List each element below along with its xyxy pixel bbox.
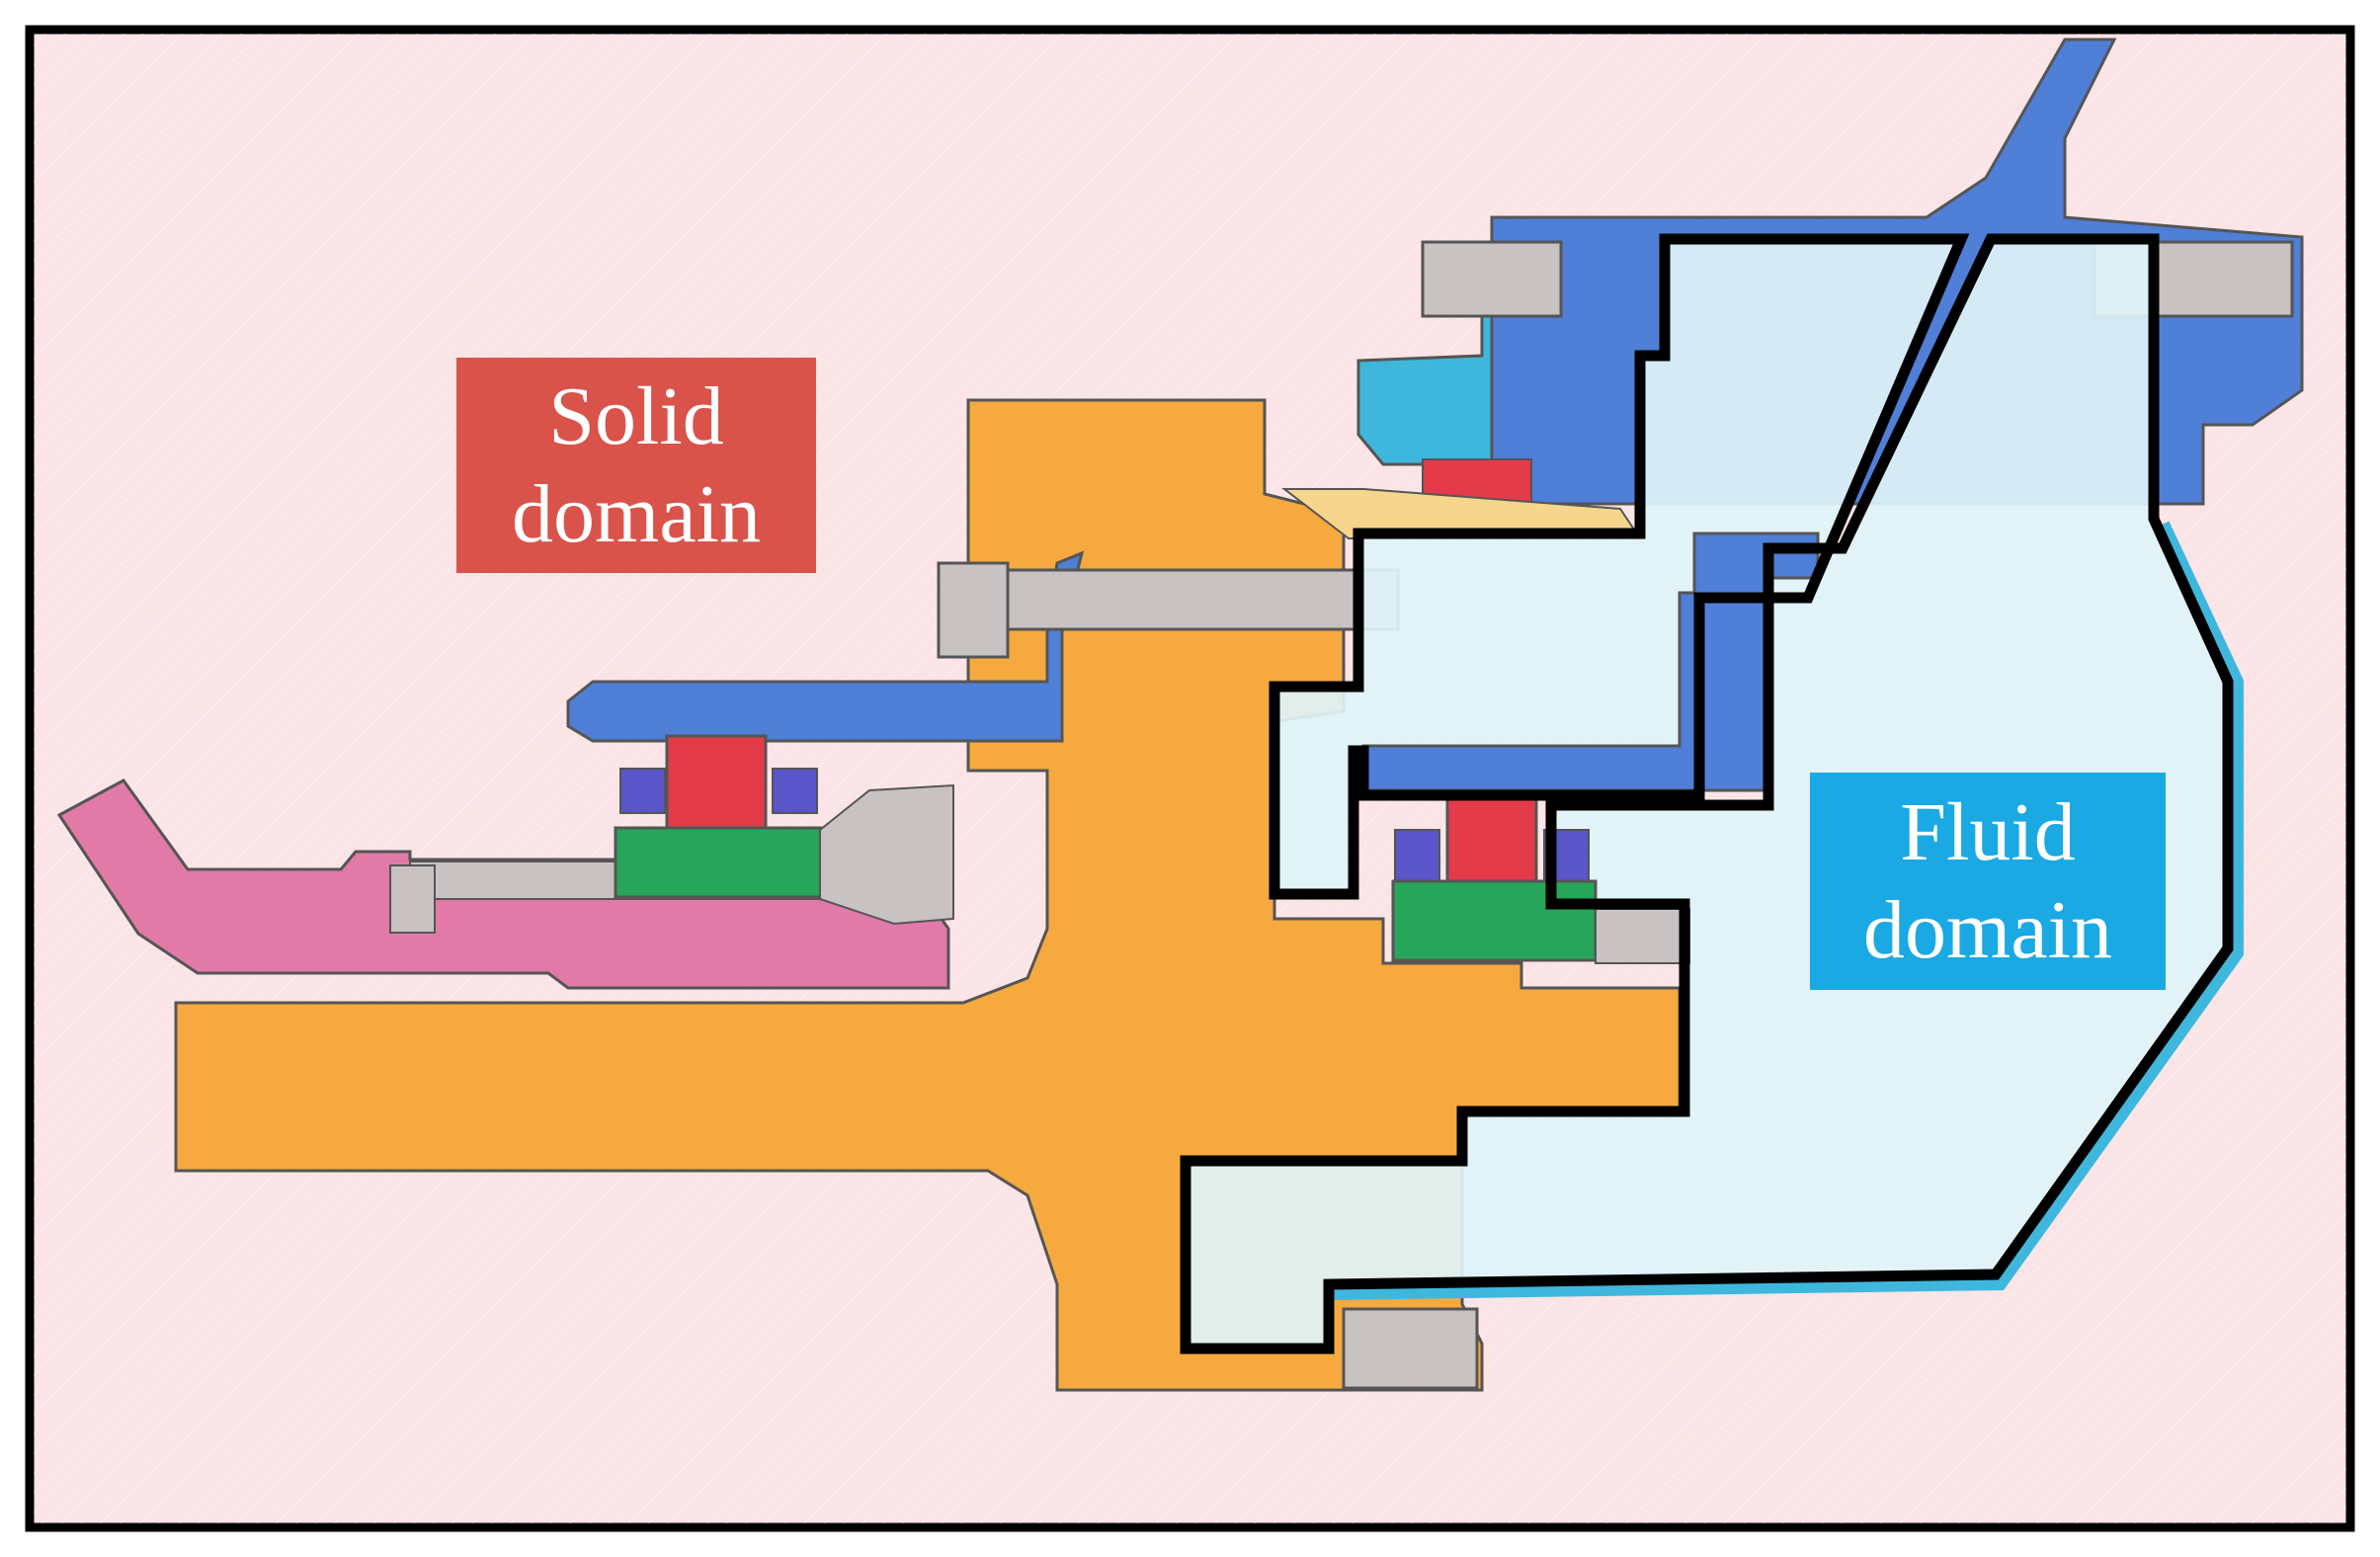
fluid-domain-label: Fluid domain <box>1810 773 2166 990</box>
fluid-domain-label-line2: domain <box>1863 884 2112 976</box>
solid-domain-label-box <box>456 358 816 573</box>
fluid-domain-region <box>1186 239 2228 1349</box>
right-green-ring <box>1391 879 1598 962</box>
blue-upper-arm <box>566 550 1085 743</box>
right-grey-sleeve <box>1595 908 1690 964</box>
long-bolt-head <box>937 561 1010 659</box>
left-purple-ring-b <box>772 768 818 814</box>
left-green-ring <box>614 826 825 899</box>
fluid-domain-label-line1: Fluid <box>1900 785 2076 878</box>
pink-bolt <box>389 864 436 934</box>
fluid-domain-label-box <box>1810 773 2166 990</box>
right-purple-ring-a <box>1394 829 1440 882</box>
fluid-domain-outer-cyan-edge <box>1328 521 2244 1300</box>
solid-domain-label: Solid domain <box>456 358 816 573</box>
fluid-domain-outline-lower <box>1180 233 2234 1354</box>
solid-domain-label-line1: Solid <box>548 369 724 462</box>
solid-domain-label-line2: domain <box>512 468 761 560</box>
tan-wedge <box>1281 488 1642 539</box>
top-bolt-left <box>1421 240 1563 318</box>
bottom-bearing-block <box>1342 1307 1479 1390</box>
left-purple-ring-a <box>619 768 666 814</box>
left-spring-retainer <box>819 783 954 926</box>
fluid-domain-outline-upper <box>1269 233 1970 900</box>
